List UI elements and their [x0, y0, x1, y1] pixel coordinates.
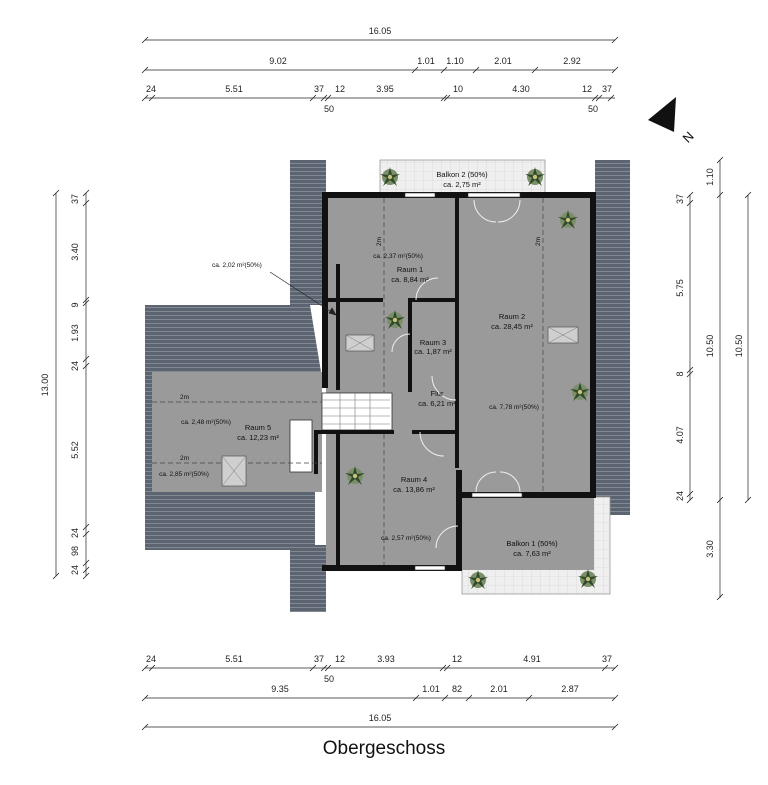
flur-name: Flur — [431, 389, 444, 398]
two-m-marker-r5-bottom: 2m — [180, 455, 189, 462]
dimension-ticks-right — [686, 156, 752, 601]
dim-top-3-7: 4.30 — [512, 84, 530, 94]
room-2-area: ca. 28,45 m² — [491, 322, 533, 331]
room-2-slope: ca. 7,78 m²(50%) — [489, 404, 539, 411]
dim-top-3-3: 37 — [314, 84, 324, 94]
dim-bottom-1-7: 4.91 — [523, 654, 541, 664]
dim-bottom-1-6: 12 — [452, 654, 462, 664]
dim-top-3-4: 12 — [335, 84, 345, 94]
dim-left-6: 5.52 — [70, 441, 80, 459]
dim-right-6: 24 — [675, 491, 685, 501]
dim-bottom-2-2: 1.01 — [422, 684, 440, 694]
balcony-2 — [379, 159, 546, 195]
dim-left-5: 24 — [70, 361, 80, 371]
two-m-marker-r2: 2m — [535, 237, 542, 246]
room-5-area: ca. 12,23 m² — [237, 433, 279, 442]
dim-top-2-4: 2.01 — [494, 56, 512, 66]
north-label: N — [680, 129, 697, 146]
balcony-1-area: ca. 7,63 m² — [513, 549, 551, 558]
callout — [269, 271, 337, 316]
dim-top-3-sub-2: 50 — [588, 104, 598, 114]
dim-top-2-2: 1.01 — [417, 56, 435, 66]
dim-top-2-5: 2.92 — [563, 56, 581, 66]
dimensions-left — [55, 193, 87, 576]
room-5-slope-top: ca. 2,48 m²(50%) — [181, 419, 231, 426]
dimension-ticks-top — [141, 36, 619, 102]
room-1-slope: ca. 2,37 m²(50%) — [373, 253, 423, 260]
dim-bottom-1-5: 3.93 — [377, 654, 395, 664]
dim-bottom-2-5: 2.87 — [561, 684, 579, 694]
room-4-slope: ca. 2,57 m²(50%) — [381, 535, 431, 542]
dim-top-3-6: 10 — [453, 84, 463, 94]
dim-bottom-1-sub: 50 — [324, 674, 334, 684]
flur-area: ca. 6,21 m² — [418, 399, 456, 408]
dim-right-4: 8 — [675, 371, 685, 376]
dim-right-3: 5.75 — [675, 279, 685, 297]
two-m-marker-r5-top: 2m — [180, 394, 189, 401]
dimensions-right — [689, 160, 749, 598]
north-arrow-icon: N — [648, 97, 697, 146]
balcony-2-area: ca. 2,75 m² — [443, 180, 481, 189]
dim-top-2-1: 9.02 — [269, 56, 287, 66]
dim-bottom-2-3: 82 — [452, 684, 462, 694]
dimensions-top — [145, 39, 615, 99]
room-5-slope-bottom: ca. 2,85 m²(50%) — [159, 471, 209, 478]
dim-bottom-2-4: 2.01 — [490, 684, 508, 694]
dimension-ticks-bottom — [141, 664, 619, 731]
room-5-name: Raum 5 — [245, 423, 271, 432]
dim-left-4: 1.93 — [70, 324, 80, 342]
balcony-1-name: Balkon 1 (50%) — [506, 539, 558, 548]
dim-right-1: 1.10 — [705, 168, 715, 186]
dim-left-1: 37 — [70, 194, 80, 204]
dim-top-3-8: 12 — [582, 84, 592, 94]
doors — [391, 199, 521, 549]
room-1-area: ca. 8,84 m² — [391, 275, 429, 284]
dim-bottom-1-2: 5.51 — [225, 654, 243, 664]
dim-left-3: 9 — [70, 302, 80, 307]
dim-left-9: 24 — [70, 565, 80, 575]
dim-bottom-1-3: 37 — [314, 654, 324, 664]
dim-bottom-1-8: 37 — [602, 654, 612, 664]
dim-bottom-2-1: 9.35 — [271, 684, 289, 694]
dim-top-3-2: 5.51 — [225, 84, 243, 94]
dim-top-2-3: 1.10 — [446, 56, 464, 66]
room-3-area: ca. 1,87 m² — [414, 347, 452, 356]
room-3-name: Raum 3 — [420, 338, 446, 347]
roof-areas — [145, 160, 630, 612]
two-m-marker-r1: 2m — [376, 237, 383, 246]
room-4-area: ca. 13,86 m² — [393, 485, 435, 494]
dim-left-7: 24 — [70, 528, 80, 538]
staircase — [289, 392, 393, 473]
room-2-name: Raum 2 — [499, 312, 525, 321]
dim-bottom-1-4: 12 — [335, 654, 345, 664]
dim-right-2: 37 — [675, 194, 685, 204]
dim-top-3-9: 37 — [602, 84, 612, 94]
callout-area: ca. 2,02 m²(50%) — [212, 262, 262, 269]
dim-right-7: 3.30 — [705, 540, 715, 558]
dim-right-inner-total: 10.50 — [705, 335, 715, 358]
dimensions-bottom — [145, 667, 615, 728]
windows — [404, 192, 523, 571]
dim-right-outer-total: 10.50 — [734, 335, 744, 358]
dim-left-total: 13.00 — [40, 374, 50, 397]
page-title: Obergeschoss — [322, 738, 446, 759]
room-1-name: Raum 1 — [397, 265, 423, 274]
dim-left-8: 98 — [70, 546, 80, 556]
dim-top-total: 16.05 — [369, 26, 392, 36]
dim-left-2: 3.40 — [70, 243, 80, 261]
dim-right-5: 4.07 — [675, 426, 685, 444]
walls — [314, 192, 596, 571]
dim-bottom-total: 16.05 — [369, 713, 392, 723]
dim-top-3-1: 24 — [146, 84, 156, 94]
dim-bottom-1-1: 24 — [146, 654, 156, 664]
dimension-ticks-left — [52, 189, 90, 580]
dim-top-3-sub-1: 50 — [324, 104, 334, 114]
dim-top-3-5: 3.95 — [376, 84, 394, 94]
balcony-2-name: Balkon 2 (50%) — [436, 170, 488, 179]
room-4-name: Raum 4 — [401, 475, 427, 484]
skylights — [221, 326, 579, 487]
